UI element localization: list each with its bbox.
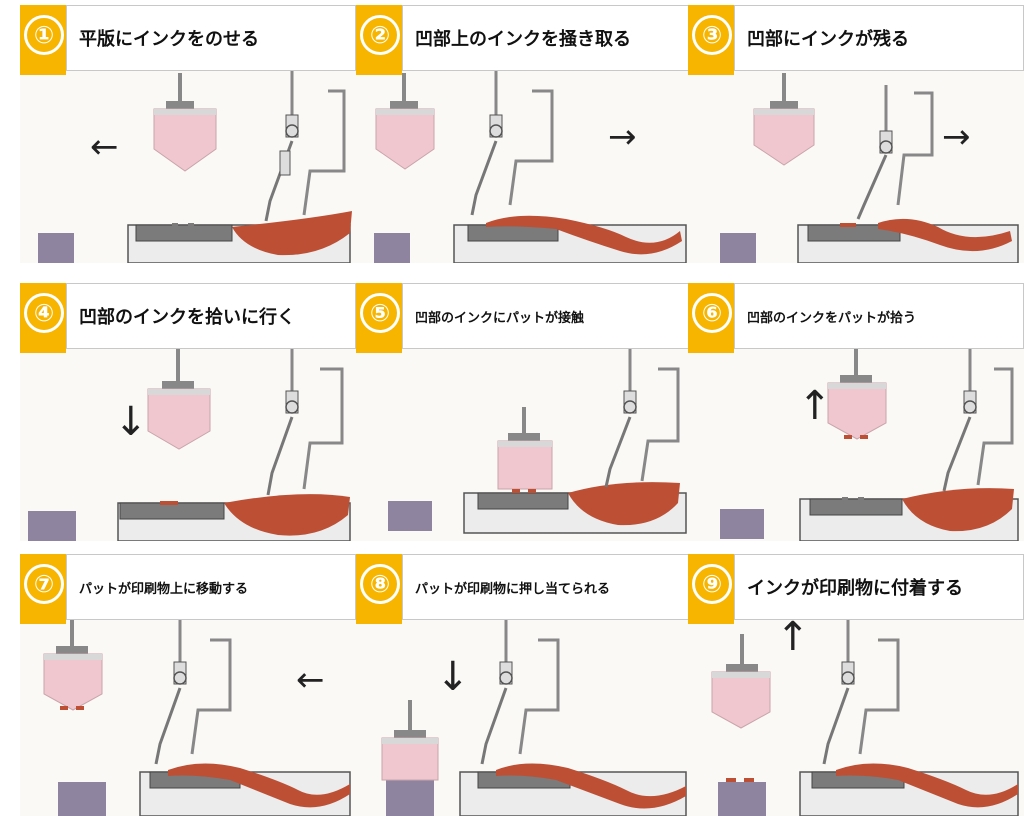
step-badge: ⑥ <box>688 283 734 353</box>
substrate <box>720 509 764 539</box>
printed-ink <box>744 778 754 782</box>
cliche-plate <box>477 492 569 510</box>
substrate <box>718 782 766 816</box>
step-number: ② <box>360 15 400 55</box>
step-number: ⑦ <box>24 564 64 604</box>
step-badge: ⑨ <box>688 554 734 624</box>
step-number: ① <box>24 15 64 55</box>
step-panel-2: → ② 凹部上のインクを掻き取る <box>356 5 692 263</box>
step-1-scene <box>20 69 356 263</box>
ink-layer <box>878 218 1012 252</box>
step-3-scene <box>688 71 1024 263</box>
substrate <box>28 511 76 541</box>
step-panel-3: → ③ 凹部にインクが残る <box>688 5 1024 263</box>
silicone-pad <box>381 737 439 781</box>
right-arrow-icon: → <box>608 117 637 157</box>
ink-layer <box>836 763 1018 808</box>
substrate <box>58 782 106 816</box>
step-panel-1: ← ① 平版にインクをのせる <box>20 5 356 263</box>
step-badge: ⑤ <box>356 283 402 353</box>
cliche-plate <box>809 498 903 516</box>
ink-pool <box>232 211 352 256</box>
step-number: ⑧ <box>360 564 400 604</box>
step-caption: 凹部のインクをパットが拾う <box>734 283 1024 349</box>
step-badge: ① <box>20 5 66 75</box>
ink-layer <box>486 215 682 255</box>
step-caption: パットが印刷物に押し当てられる <box>402 554 692 620</box>
printed-ink <box>726 778 736 782</box>
step-panel-5: ⑤ 凹部のインクにパットが接触 <box>356 283 692 541</box>
right-arrow-icon: → <box>942 117 971 157</box>
ink-pool <box>902 488 1014 532</box>
step-caption: 凹部のインクにパットが接触 <box>402 283 692 349</box>
step-panel-8: ↓ ⑧ パットが印刷物に押し当てられる <box>356 554 692 816</box>
step-8-scene <box>356 620 692 816</box>
ink-layer <box>496 763 686 809</box>
up-arrow-icon: ↑ <box>776 614 810 660</box>
step-caption: インクが印刷物に付着する <box>734 554 1024 620</box>
step-number: ⑤ <box>360 293 400 333</box>
step-caption: 凹部のインクを拾いに行く <box>66 283 356 349</box>
cliche-plate <box>119 502 225 520</box>
substrate <box>374 233 410 263</box>
step-2-scene <box>356 69 692 263</box>
step-panel-7: ← ⑦ パットが印刷物上に移動する <box>20 554 356 816</box>
substrate <box>38 233 74 263</box>
ink-layer <box>168 763 350 808</box>
step-5-scene <box>356 349 692 541</box>
cliche-plate <box>135 224 233 242</box>
step-caption: 平版にインクをのせる <box>66 5 356 71</box>
step-7-scene <box>20 620 356 816</box>
step-number: ⑥ <box>692 293 732 333</box>
step-panel-4: ↓ ④ 凹部のインクを拾いに行く <box>20 283 356 541</box>
step-6-scene <box>688 349 1024 541</box>
step-number: ⑨ <box>692 564 732 604</box>
substrate <box>386 780 434 816</box>
silicone-pad <box>497 440 553 490</box>
substrate <box>720 233 756 263</box>
step-caption: 凹部にインクが残る <box>734 5 1024 71</box>
step-badge: ③ <box>688 5 734 75</box>
ink-pool <box>224 494 350 536</box>
down-arrow-icon: ↓ <box>114 399 148 445</box>
ink-pool <box>568 482 680 526</box>
left-arrow-icon: ← <box>296 660 325 700</box>
left-arrow-icon: ← <box>90 127 119 167</box>
step-badge: ④ <box>20 283 66 353</box>
step-badge: ⑧ <box>356 554 402 624</box>
down-arrow-icon: ↓ <box>436 654 470 700</box>
step-panel-6: ↑ ⑥ 凹部のインクをパットが拾う <box>688 283 1024 541</box>
step-caption: パットが印刷物上に移動する <box>66 554 356 620</box>
step-badge: ⑦ <box>20 554 66 624</box>
step-number: ③ <box>692 15 732 55</box>
step-badge: ② <box>356 5 402 75</box>
step-9-scene <box>688 620 1024 816</box>
step-panel-9: ↑ ⑨ インクが印刷物に付着する <box>688 554 1024 816</box>
ink-in-recess <box>160 501 178 505</box>
ink-in-recess <box>840 223 856 227</box>
step-caption: 凹部上のインクを掻き取る <box>402 5 692 71</box>
up-arrow-icon: ↑ <box>798 383 832 429</box>
step-4-scene <box>20 349 356 541</box>
step-number: ④ <box>24 293 64 333</box>
substrate <box>388 501 432 531</box>
